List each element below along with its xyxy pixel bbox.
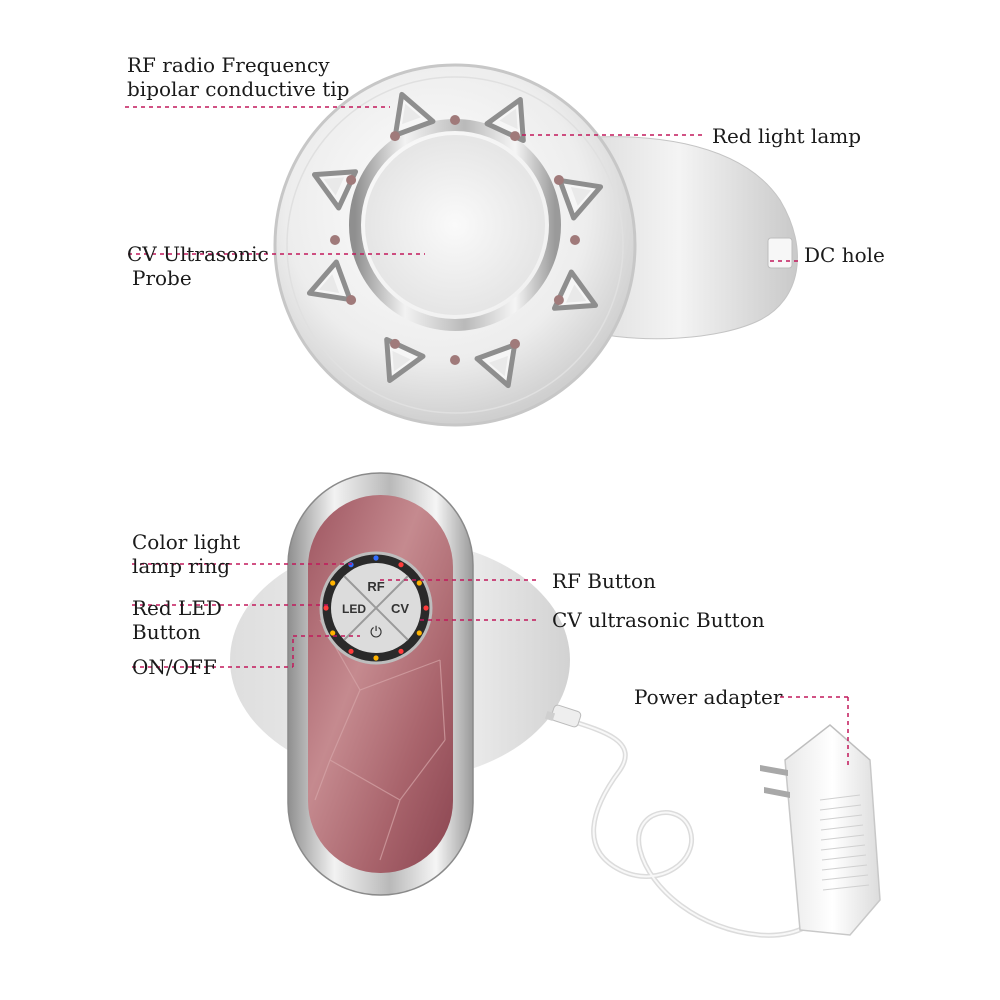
label-color-ring-line1: Color light	[132, 530, 241, 554]
cv-ultrasonic-probe	[365, 135, 545, 315]
red-lamp-12	[390, 131, 400, 142]
label-red-light-lamp: Red light lamp	[712, 124, 862, 148]
power-icon[interactable]: ⏻	[370, 623, 382, 641]
label-color-ring: Color light lamp ring	[132, 530, 240, 578]
ring-led-5	[416, 630, 422, 636]
dc-hole	[767, 237, 793, 269]
probe-inner-ring	[286, 76, 624, 414]
color-light-ring	[323, 555, 429, 661]
rf-tip-3	[557, 177, 604, 221]
red-lamp-8	[390, 338, 400, 349]
ring-led-1	[373, 555, 379, 561]
label-cv-button: CV ultrasonic Button	[552, 608, 765, 632]
red-lamp-2	[510, 131, 520, 142]
label-power-adapter: Power adapter	[634, 685, 783, 709]
power-adapter	[544, 704, 881, 938]
adapter-ridges	[819, 794, 870, 891]
red-lamp-5	[553, 295, 564, 305]
ring-led-2	[398, 562, 404, 568]
label-red-led-button-line2: Button	[132, 620, 201, 644]
rf-tip-6	[384, 336, 426, 384]
label-red-led-button-line1: Red LED	[132, 596, 222, 620]
red-lamp-9	[346, 295, 357, 305]
label-rf-button: RF Button	[552, 569, 656, 593]
red-lamp-3	[553, 175, 564, 185]
rf-tip-1	[392, 91, 436, 138]
label-cv-probe: CV Ultrasonic Probe	[127, 242, 269, 290]
bottom-device: RF LED CV ⏻	[230, 472, 570, 896]
ring-led-6	[398, 648, 404, 654]
dc-plug	[550, 704, 582, 728]
label-cv-probe-line2: Probe	[132, 266, 192, 290]
label-dc-hole: DC hole	[804, 243, 885, 267]
red-lamps	[330, 115, 580, 365]
panel-facets	[314, 619, 446, 861]
label-rf-tip-line2: bipolar conductive tip	[127, 77, 350, 101]
rf-tip-7	[306, 259, 353, 303]
ring-led-4	[423, 605, 429, 611]
cv-button[interactable]: CV	[391, 601, 409, 616]
red-lamp-6	[510, 338, 520, 349]
label-rf-tip-line1: RF radio Frequency	[127, 53, 330, 77]
ring-led-10	[323, 605, 329, 611]
label-on-off: ON/OFF	[132, 655, 217, 679]
rf-tips	[306, 91, 604, 389]
ring-led-3	[416, 580, 422, 586]
red-lamp-7	[450, 355, 460, 365]
adapter-prongs	[760, 765, 790, 798]
adapter-cable	[559, 715, 833, 938]
ring-led-9	[330, 630, 336, 636]
red-lamp-11	[346, 175, 357, 185]
label-color-ring-line2: lamp ring	[132, 554, 231, 578]
ring-led-7	[373, 655, 379, 661]
led-button[interactable]: LED	[342, 602, 366, 616]
label-cv-probe-line1: CV Ultrasonic	[127, 242, 269, 266]
red-lamp-1	[450, 115, 460, 125]
rf-tip-8	[311, 169, 359, 211]
label-red-led-button: Red LED Button	[132, 596, 222, 644]
rf-button[interactable]: RF	[367, 579, 384, 594]
red-lamp-4	[570, 235, 580, 245]
rf-tip-4	[551, 269, 599, 311]
ring-led-11	[330, 580, 336, 586]
rf-tip-5	[474, 342, 518, 389]
ring-led-8	[348, 648, 354, 654]
leader-lines	[125, 106, 849, 765]
label-rf-tip: RF radio Frequency bipolar conductive ti…	[127, 53, 349, 101]
rf-tip-2	[484, 96, 526, 144]
top-device	[273, 63, 798, 427]
red-lamp-10	[330, 235, 340, 245]
